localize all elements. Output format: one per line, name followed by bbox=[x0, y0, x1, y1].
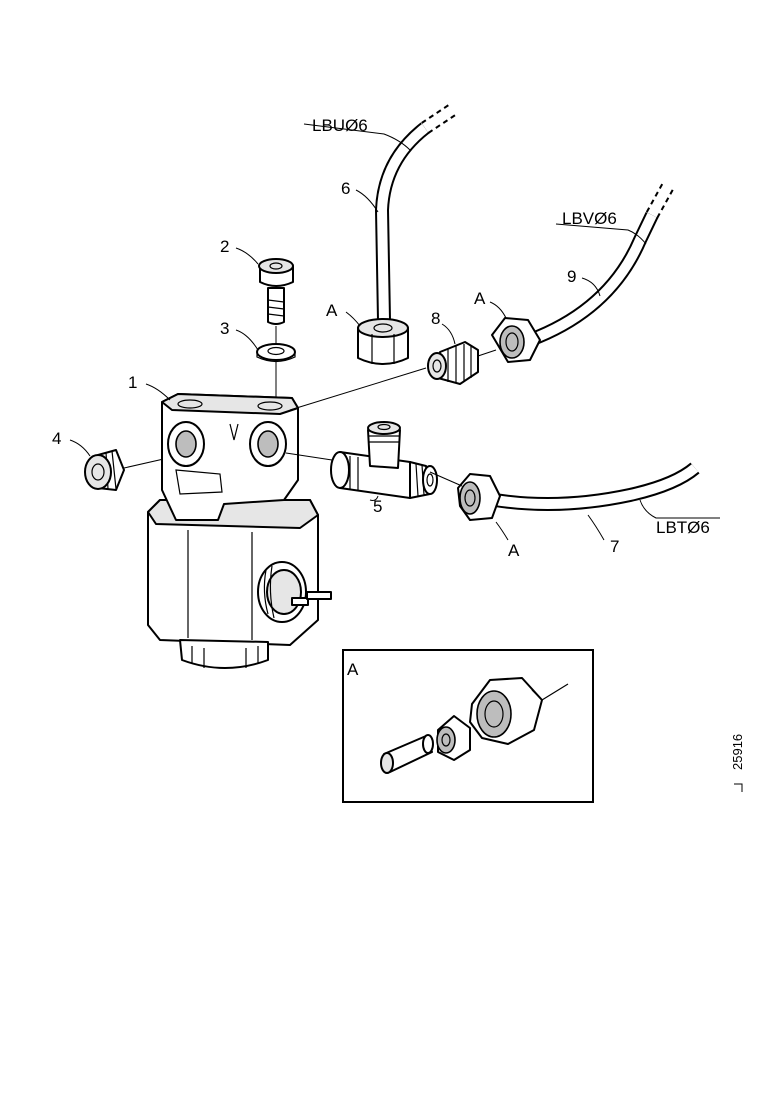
label-pipe-lbu: LBUØ6 bbox=[312, 116, 368, 135]
pipe-7-lbt bbox=[493, 462, 700, 511]
label-nut-a-top: A bbox=[326, 301, 338, 320]
detail-ferrule-sleeve bbox=[380, 734, 434, 774]
pipe-9-lbv bbox=[527, 182, 675, 347]
detail-a-title: A bbox=[347, 660, 359, 679]
label-part-9: 9 bbox=[567, 267, 576, 286]
detail-olive-ring bbox=[436, 715, 471, 761]
washer-3 bbox=[256, 343, 296, 402]
label-part-8: 8 bbox=[431, 309, 440, 328]
label-part-7: 7 bbox=[610, 537, 619, 556]
label-nut-a-bottom: A bbox=[508, 541, 520, 560]
screw-2 bbox=[258, 258, 294, 345]
tee-union-5 bbox=[330, 421, 438, 499]
threaded-adapter-8 bbox=[427, 341, 479, 385]
label-part-6: 6 bbox=[341, 179, 350, 198]
union-nut-a-right bbox=[491, 317, 541, 363]
label-part-5: 5 bbox=[373, 497, 382, 516]
detail-union-nut bbox=[469, 677, 569, 745]
callout-labels: LBUØ6 LBVØ6 LBTØ6 1 2 3 4 5 6 7 8 9 A A … bbox=[52, 116, 710, 560]
label-part-2: 2 bbox=[220, 237, 229, 256]
pipe-6-lbu bbox=[374, 104, 456, 321]
label-pipe-lbv: LBVØ6 bbox=[562, 209, 617, 228]
label-part-3: 3 bbox=[220, 319, 229, 338]
label-part-1: 1 bbox=[128, 373, 137, 392]
union-nut-a-bottom bbox=[457, 473, 501, 521]
figure-code-text: 25916 bbox=[730, 734, 745, 770]
connection-lines bbox=[285, 349, 497, 487]
callout-leaders bbox=[69, 123, 720, 541]
label-nut-a-right: A bbox=[474, 289, 486, 308]
union-nut-a-top bbox=[357, 318, 409, 365]
solenoid-valve-1 bbox=[147, 393, 332, 669]
label-part-4: 4 bbox=[52, 429, 61, 448]
plug-4 bbox=[84, 449, 169, 491]
detail-a-box: A bbox=[342, 649, 594, 803]
label-pipe-lbt: LBTØ6 bbox=[656, 518, 710, 537]
figure-code: 25916 bbox=[730, 734, 745, 792]
